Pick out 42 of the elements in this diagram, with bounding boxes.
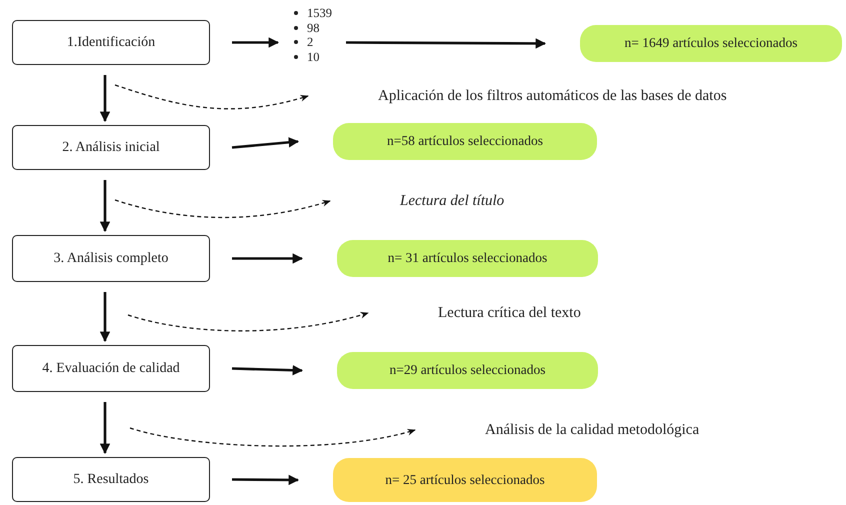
process-box: [12, 235, 210, 282]
arrow: [232, 365, 304, 376]
step-label: 4. Evaluación de calidad: [42, 360, 180, 376]
step-note: Lectura del título: [400, 193, 504, 210]
result-pill: [337, 240, 598, 277]
arrow: [346, 38, 546, 49]
step-label: 2. Análisis inicial: [62, 140, 160, 156]
list-item: 2: [307, 35, 314, 50]
arrow: [100, 180, 110, 232]
step-label: 1.Identificación: [66, 34, 156, 50]
step-label: 3. Análisis completo: [54, 250, 168, 266]
step-label: 5. Resultados: [73, 472, 149, 488]
result-pill: [333, 123, 597, 160]
result-pill: [333, 458, 597, 502]
process-box: [12, 125, 210, 170]
arrow: [100, 292, 110, 342]
result-text: n= 31 artículos seleccionados: [388, 250, 548, 267]
result-pill: [580, 25, 842, 62]
step-note: Lectura crítica del texto: [438, 305, 581, 322]
arrow: [100, 402, 110, 454]
arrow: [100, 75, 110, 122]
list-item: 1539: [307, 6, 332, 20]
result-text: n= 1649 artículos seleccionados: [624, 35, 798, 52]
arrow: [114, 199, 331, 218]
arrow: [232, 474, 300, 486]
process-box: [12, 345, 210, 392]
result-text: n=58 artículos seleccionados: [386, 133, 544, 150]
list-item: 10: [307, 50, 320, 64]
process-box: [12, 20, 210, 65]
result-text: n=29 artículos seleccionados: [389, 362, 546, 379]
arrow: [232, 137, 300, 149]
arrow: [130, 427, 416, 447]
arrow: [114, 84, 309, 110]
process-box: [12, 457, 210, 502]
arrow: [128, 312, 369, 332]
result-text: n= 25 artículos seleccionados: [385, 472, 545, 488]
step-note: Análisis de la calidad metodológica: [485, 422, 700, 439]
list-item: 98: [307, 20, 320, 35]
arrow: [232, 253, 304, 264]
result-pill: [337, 352, 598, 389]
arrow: [232, 37, 280, 48]
step-note: Aplicación de los filtros automáticos de las bases de datos: [378, 88, 727, 105]
